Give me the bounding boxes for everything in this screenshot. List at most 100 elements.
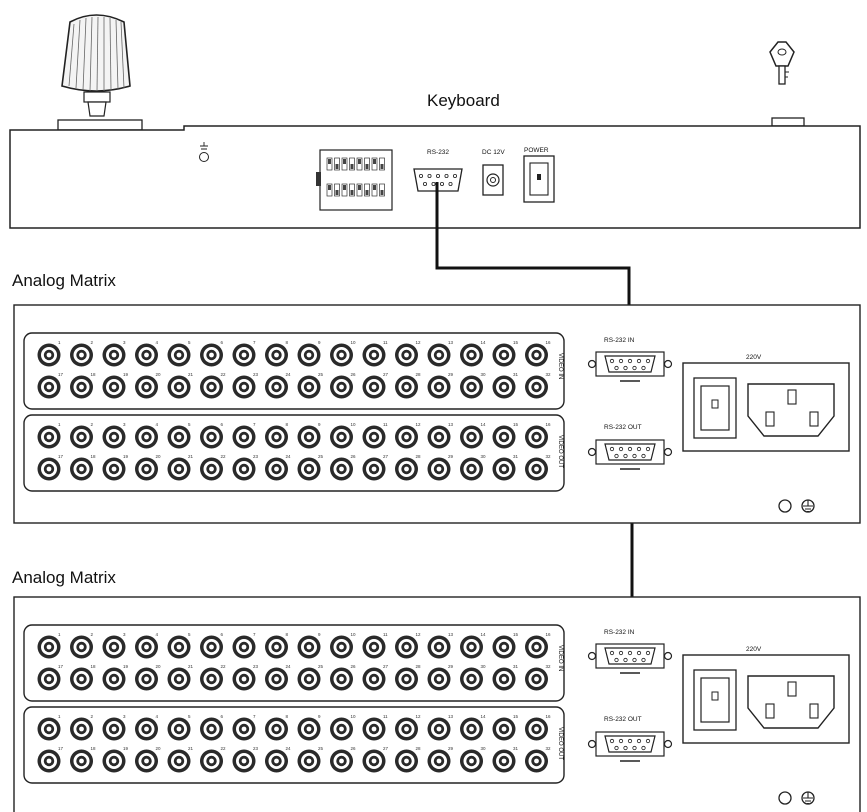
db9-pin: [645, 446, 651, 452]
iec-pin: [765, 411, 775, 427]
bnc-pin: [209, 384, 214, 390]
bnc-pin: [274, 352, 279, 358]
bnc-pin: [144, 726, 149, 732]
port-screw: [663, 739, 673, 749]
bnc-pin: [46, 466, 52, 472]
bnc-connector: [200, 749, 223, 773]
bnc-pin: [534, 644, 539, 650]
dip-switch-knob: [373, 159, 376, 164]
bnc-connector: [265, 375, 288, 399]
bnc-pin: [111, 352, 117, 358]
port-shell: [604, 355, 656, 373]
bnc-number: 32: [546, 664, 552, 669]
db9-pin: [418, 173, 423, 178]
bnc-pin: [209, 676, 214, 682]
db9-pin: [435, 173, 440, 178]
bnc-number: 17: [58, 372, 64, 377]
bnc-connector: [70, 425, 93, 449]
bnc-number: 25: [318, 372, 324, 377]
bnc-number: 29: [448, 664, 454, 669]
iec-pin: [765, 703, 775, 719]
power-label: POWER: [524, 147, 549, 154]
db9-pin: [452, 173, 457, 178]
db9-pin: [627, 358, 633, 364]
bnc-number: 1: [58, 422, 61, 427]
bnc-number: 10: [351, 714, 357, 719]
bnc-number: 23: [253, 454, 259, 459]
db9-pin: [632, 365, 637, 371]
bnc-number: 28: [416, 372, 422, 377]
bnc-pin: [371, 676, 377, 682]
bnc-connector: [362, 717, 386, 741]
bnc-number: 7: [253, 632, 256, 637]
db9-pin: [614, 745, 619, 751]
bnc-connector: [492, 749, 516, 773]
ground-terminal-icon: [778, 791, 815, 805]
bnc-connector: [135, 425, 158, 449]
bnc-pin: [371, 434, 377, 440]
bnc-pin: [46, 644, 52, 650]
bnc-pin: [111, 676, 117, 682]
bnc-connector: [395, 749, 418, 773]
bnc-connector: [265, 667, 288, 691]
bnc-pin: [79, 726, 84, 732]
bnc-number: 27: [383, 746, 389, 751]
bnc-pin: [79, 758, 84, 764]
bnc-connector: [297, 635, 321, 659]
bnc-connector: [460, 749, 483, 773]
bnc-pin: [534, 676, 539, 682]
power-inlet-panel: 220V: [682, 646, 850, 744]
bnc-pin: [79, 644, 84, 650]
bnc-pin: [469, 676, 474, 682]
bnc-pin: [209, 644, 214, 650]
bnc-pin: [371, 644, 377, 650]
bnc-number: 3: [123, 632, 126, 637]
bnc-connector: [265, 457, 288, 481]
dip-switch-knob: [343, 159, 346, 164]
bnc-pin: [241, 676, 247, 682]
bnc-number: 31: [513, 372, 519, 377]
bnc-pin: [404, 758, 409, 764]
bnc-connector: [265, 343, 288, 367]
iec-pin: [809, 703, 819, 719]
bnc-pin: [209, 758, 214, 764]
bnc-pin: [404, 352, 409, 358]
bnc-connector: [427, 635, 451, 659]
bnc-number: 20: [156, 664, 162, 669]
bnc-connector: [102, 749, 126, 773]
db9-pin: [636, 738, 642, 744]
panel-side-label: VIDEO OUT: [557, 435, 563, 468]
bnc-connector: [102, 375, 126, 399]
bnc-connector: [525, 635, 548, 659]
db9-pin: [609, 446, 615, 452]
bnc-pin: [371, 352, 377, 358]
bnc-pin: [274, 384, 279, 390]
bnc-number: 15: [513, 632, 519, 637]
db9-pin: [641, 453, 646, 459]
bnc-pin: [144, 676, 149, 682]
bnc-connector: [265, 749, 288, 773]
bnc-connector: [37, 425, 61, 449]
bnc-connector: [37, 717, 61, 741]
bnc-connector: [427, 425, 451, 449]
bnc-pin: [144, 384, 149, 390]
bnc-pin: [79, 466, 84, 472]
bnc-number: 7: [253, 422, 256, 427]
bnc-number: 9: [318, 632, 321, 637]
bnc-connector: [525, 425, 548, 449]
bnc-number: 9: [318, 422, 321, 427]
bnc-pin: [241, 466, 247, 472]
bnc-number: 16: [546, 340, 552, 345]
bnc-number: 31: [513, 664, 519, 669]
bnc-pin: [241, 758, 247, 764]
bnc-pin: [371, 384, 377, 390]
bnc-number: 3: [123, 714, 126, 719]
db9-pin: [623, 365, 628, 371]
bnc-number: 28: [416, 454, 422, 459]
bnc-number: 22: [221, 454, 227, 459]
bnc-number: 10: [351, 340, 357, 345]
bnc-pin: [79, 676, 84, 682]
